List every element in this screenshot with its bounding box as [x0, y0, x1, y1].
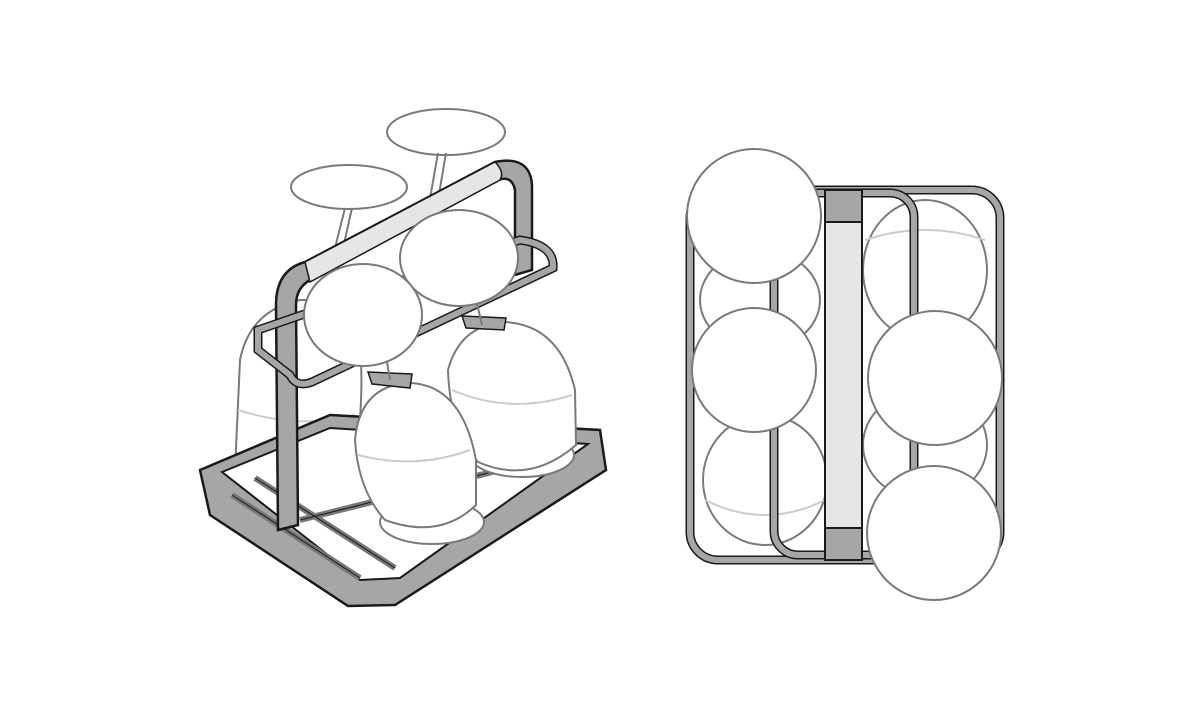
rack-frame — [253, 159, 558, 532]
glass-foot — [691, 307, 817, 433]
glass-foot-top-left — [303, 263, 423, 381]
front-glass-left — [353, 381, 485, 545]
front-glass-right — [446, 320, 578, 478]
isometric-view — [198, 108, 608, 608]
glass-foot — [867, 310, 1003, 446]
handle — [824, 189, 863, 561]
glass-foot — [866, 465, 1002, 601]
visible-glass-feet — [686, 148, 1003, 601]
top-view — [685, 148, 1005, 601]
glass-foot — [686, 148, 822, 284]
glass-foot-top-right — [399, 209, 519, 326]
